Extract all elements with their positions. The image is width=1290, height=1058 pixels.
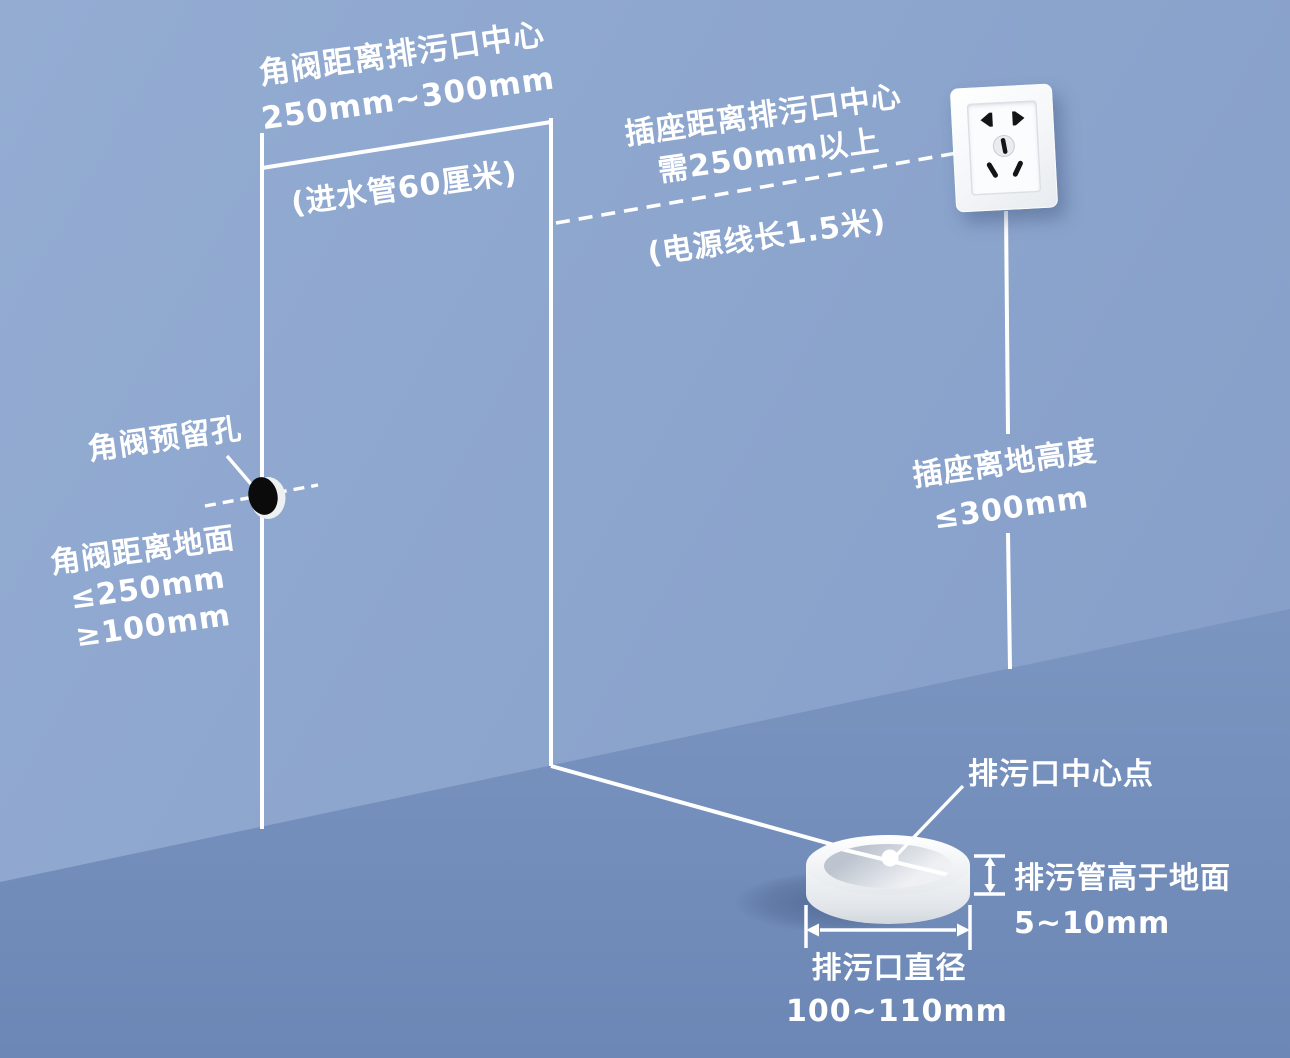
- outlet-top-left-slot-icon: [980, 112, 993, 127]
- drain-diameter-measure: [804, 905, 972, 950]
- label-drain-height: 排污管高于地面 5~10mm: [1014, 856, 1284, 946]
- outlet-holes-icon: [980, 111, 1025, 178]
- outlet-bottom-right-slot-icon: [1012, 160, 1023, 177]
- power-outlet: [949, 83, 1059, 213]
- drain-diameter-title: 排污口直径: [811, 951, 967, 986]
- socket-height-line-bottom: [1006, 532, 1012, 670]
- label-drain-diameter: 排污口直径 100~110mm: [786, 947, 1008, 1033]
- outlet-top-right-slot-icon: [1012, 111, 1025, 126]
- drain-height-measure: [974, 854, 1005, 896]
- drain-center-dot: [881, 849, 899, 867]
- socket-height-line-top: [1004, 210, 1010, 435]
- floor: [0, 609, 1290, 1058]
- label-drain-center: 排污口中心点: [968, 757, 1154, 792]
- valve-hole-pointer-line: [225, 454, 253, 486]
- drain-height-value: 5~10mm: [1014, 906, 1171, 941]
- drain-pipe: [806, 835, 970, 924]
- drain-height-title: 排污管高于地面: [1014, 861, 1231, 896]
- outlet-bottom-left-slot-icon: [986, 162, 998, 178]
- valve-distance-dimension-line: [261, 120, 552, 170]
- drain-diameter-value: 100~110mm: [786, 994, 1008, 1029]
- drain-center-pointer-line: [891, 784, 965, 861]
- outlet-inner-panel: [966, 100, 1042, 196]
- outlet-earth-slot-icon: [1000, 138, 1008, 154]
- valve-hole: [248, 477, 286, 519]
